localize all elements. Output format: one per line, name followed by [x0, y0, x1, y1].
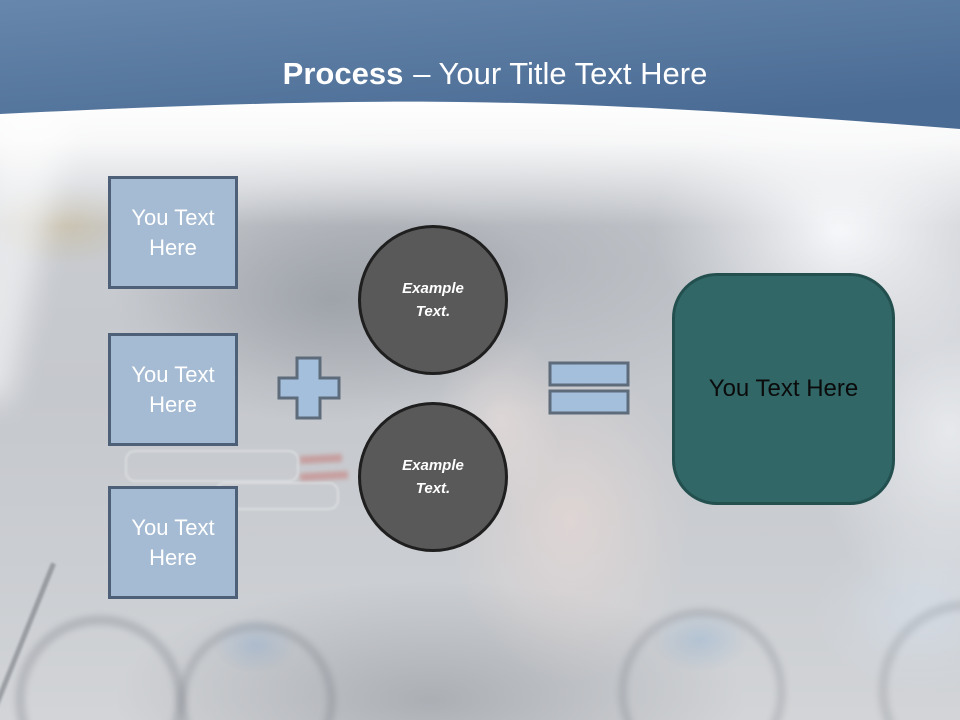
slide-title: Process – Your Title Text Here	[0, 55, 960, 92]
example-circle-2: Example Text.	[358, 402, 508, 552]
equals-icon	[548, 361, 630, 415]
input-box-label: You Text Here	[131, 204, 215, 260]
title-bold-text: Process	[282, 56, 404, 91]
example-circle-1: Example Text.	[358, 225, 508, 375]
input-box-3: You Text Here	[108, 486, 238, 599]
plus-icon	[277, 356, 341, 420]
input-box-label: You Text Here	[131, 361, 215, 417]
header-wave	[0, 0, 960, 129]
example-circle-label: Example Text.	[402, 279, 464, 320]
example-circle-label: Example Text.	[402, 456, 464, 497]
gauge-ring	[618, 608, 786, 720]
result-box-label: You Text Here	[708, 375, 859, 402]
panel-outline	[125, 450, 299, 482]
result-box: You Text Here	[672, 273, 895, 505]
input-box-label: You Text Here	[131, 514, 215, 570]
input-box-2: You Text Here	[108, 333, 238, 446]
input-box-1: You Text Here	[108, 176, 238, 289]
title-rest-text: – Your Title Text Here	[413, 56, 708, 91]
